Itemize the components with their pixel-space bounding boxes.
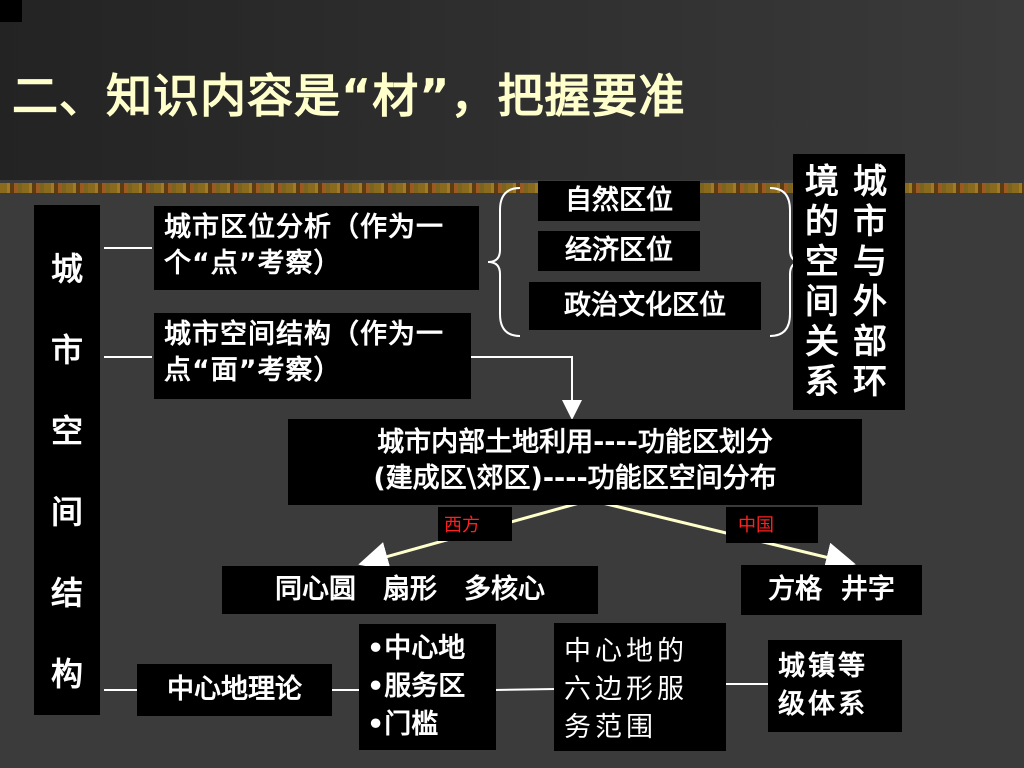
column-char: 构 <box>50 655 83 693</box>
central-place-bullets-box: •中心地 •服务区 •门槛 <box>359 624 496 750</box>
west-label: 西方 <box>438 507 512 541</box>
land-use-line1: 城市内部土地利用----功能区划分 <box>377 427 773 458</box>
column-char: 结 <box>50 574 83 612</box>
economic-location-box: 经济区位 <box>538 231 700 271</box>
slide-title: 二、知识内容是“材”，把握要准 <box>12 69 686 123</box>
land-use-line2: (建成区\郊区)----功能区空间分布 <box>373 463 777 494</box>
western-models-box: 同心圆 扇形 多核心 <box>222 566 598 614</box>
external-relation-box: 城市与外部环 境的空间关系 <box>793 154 905 410</box>
bullet-item: •中心地 <box>367 633 466 664</box>
central-place-theory-box: 中心地理论 <box>137 664 332 716</box>
column-char: 间 <box>50 493 83 531</box>
column-char: 空 <box>50 412 83 450</box>
settlement-hierarchy-box: 城镇等级体系 <box>768 640 902 732</box>
land-use-box: 城市内部土地利用----功能区划分 (建成区\郊区)----功能区空间分布 <box>288 419 862 505</box>
china-label: 中国 <box>726 507 818 543</box>
political-cultural-location-box: 政治文化区位 <box>529 282 761 330</box>
chinese-models-box: 方格 井字 <box>741 565 922 615</box>
corner-mark <box>0 0 22 22</box>
header-background <box>0 0 1024 180</box>
left-column-box: 城 市 空 间 结 构 <box>34 205 100 715</box>
column-char: 市 <box>50 331 83 369</box>
hexagon-range-box: 中心地的六边形服务范围 <box>554 623 726 751</box>
bullet-item: •服务区 <box>367 671 466 702</box>
column-char: 城 <box>50 250 83 288</box>
location-analysis-box: 城市区位分析（作为一个“点”考察） <box>154 206 479 290</box>
spatial-structure-box: 城市空间结构（作为一点“面”考察） <box>154 313 471 399</box>
decorative-stripe <box>0 183 1024 193</box>
external-relation-col2: 境的空间关系 <box>805 162 839 402</box>
natural-location-box: 自然区位 <box>538 181 700 221</box>
external-relation-col1: 城市与外部环 <box>853 162 887 402</box>
bullet-item: •门槛 <box>367 709 439 740</box>
